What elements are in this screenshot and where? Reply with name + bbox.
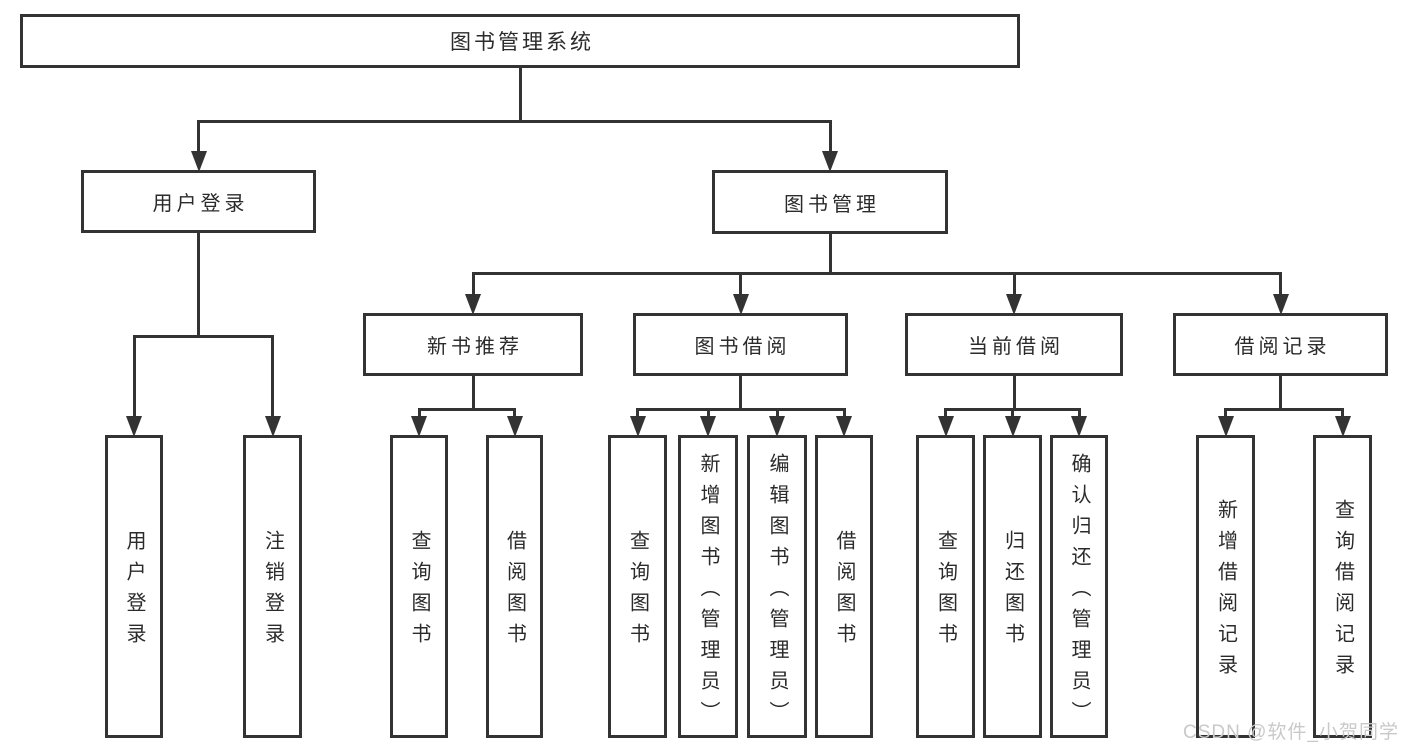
node-br-query-record: 查询借阅记录 <box>1313 435 1372 738</box>
arrowhead-bb-add-book <box>700 416 716 437</box>
connector-stem-book-mgmt <box>828 234 832 275</box>
node-label-bb-query-book: 查询图书 <box>626 530 649 654</box>
node-cb-query-book: 查询图书 <box>916 435 975 738</box>
node-cb-confirm-return: 确认归还（管理员） <box>1050 435 1108 738</box>
arrowhead-book-mgmt <box>822 151 838 172</box>
node-label-current-borrow: 当前借阅 <box>968 336 1064 358</box>
arrowhead-logout-leaf <box>264 416 281 437</box>
connector-stem-borrow-record <box>1279 376 1282 411</box>
connector-drop-bb-add-book <box>706 408 710 416</box>
connector-drop-new-book-rec <box>471 272 475 294</box>
node-nbr-query-book: 查询图书 <box>390 435 448 738</box>
connector-stem-current-borrow <box>1012 376 1016 411</box>
connector-split-borrow-record <box>1224 408 1344 411</box>
connector-drop-user-login <box>197 120 200 151</box>
arrowhead-br-add-record <box>1217 416 1234 437</box>
connector-split-book-mgmt <box>471 272 1282 275</box>
arrowhead-br-query-record <box>1334 416 1351 437</box>
node-label-br-add-record: 新增借阅记录 <box>1214 499 1237 685</box>
node-system: 图书管理系统 <box>20 14 1020 68</box>
node-label-br-query-record: 查询借阅记录 <box>1331 499 1354 685</box>
connector-split-new-book-rec <box>417 408 516 411</box>
connector-drop-nbr-borrow-book <box>513 408 516 416</box>
arrowhead-bb-query-book <box>629 416 646 437</box>
connector-drop-nbr-query-book <box>417 408 421 416</box>
node-nbr-borrow-book: 借阅图书 <box>486 435 543 738</box>
arrowhead-user-login-leaf <box>126 416 142 437</box>
node-br-add-record: 新增借阅记录 <box>1196 435 1255 738</box>
node-label-new-book-rec: 新书推荐 <box>427 336 523 358</box>
connector-drop-logout-leaf <box>271 335 274 416</box>
node-bb-edit-book: 编辑图书（管理员） <box>747 435 807 738</box>
connector-stem-book-borrow <box>739 376 742 411</box>
connector-drop-bb-query-book <box>636 408 639 416</box>
connector-drop-bb-borrow-book <box>842 408 846 416</box>
arrowhead-nbr-query-book <box>411 416 427 437</box>
arrowhead-nbr-borrow-book <box>506 416 523 437</box>
connector-split-system <box>197 120 832 123</box>
node-label-bb-add-book: 新增图书（管理员） <box>697 452 719 732</box>
node-bb-borrow-book: 借阅图书 <box>815 435 873 738</box>
node-label-nbr-query-book: 查询图书 <box>408 530 430 654</box>
connector-drop-br-query-record <box>1341 408 1344 416</box>
node-user-login-leaf: 用户登录 <box>105 435 163 738</box>
node-book-mgmt: 图书管理 <box>712 170 948 234</box>
arrowhead-borrow-record <box>1272 294 1289 315</box>
arrowhead-bb-edit-book <box>769 416 785 437</box>
connector-stem-new-book-rec <box>471 376 475 411</box>
node-label-cb-confirm-return: 确认归还（管理员） <box>1068 452 1090 732</box>
node-current-borrow: 当前借阅 <box>905 313 1123 376</box>
arrowhead-bb-borrow-book <box>836 416 852 437</box>
connector-drop-current-borrow <box>1012 272 1016 294</box>
arrowhead-new-book-rec <box>465 294 481 315</box>
node-label-cb-return-book: 归还图书 <box>1001 530 1024 654</box>
arrowhead-cb-query-book <box>937 416 954 437</box>
connector-drop-borrow-record <box>1279 272 1282 294</box>
connector-drop-book-mgmt <box>828 120 832 151</box>
arrowhead-current-borrow <box>1006 294 1022 315</box>
connector-stem-system <box>518 68 522 123</box>
connector-split-book-borrow <box>636 408 846 411</box>
node-label-system: 图书管理系统 <box>450 31 594 54</box>
connector-drop-user-login-leaf <box>132 335 136 416</box>
node-bb-add-book: 新增图书（管理员） <box>678 435 738 738</box>
node-bb-query-book: 查询图书 <box>608 435 667 738</box>
connector-drop-cb-return-book <box>1011 408 1014 416</box>
connector-stem-user-login <box>197 233 200 338</box>
node-label-book-mgmt: 图书管理 <box>784 193 880 216</box>
arrowhead-user-login <box>190 151 207 172</box>
connector-drop-br-add-record <box>1224 408 1227 416</box>
node-label-borrow-record: 借阅记录 <box>1234 336 1331 358</box>
node-new-book-rec: 新书推荐 <box>363 313 583 376</box>
node-user-login: 用户登录 <box>81 170 316 233</box>
node-label-user-login: 用户登录 <box>152 193 249 215</box>
node-label-bb-edit-book: 编辑图书（管理员） <box>766 452 788 732</box>
connector-drop-cb-query-book <box>944 408 947 416</box>
arrowhead-cb-return-book <box>1004 416 1021 437</box>
node-label-user-login-leaf: 用户登录 <box>123 530 145 654</box>
node-label-book-borrow: 图书借阅 <box>694 336 791 358</box>
connector-drop-bb-edit-book <box>775 408 779 416</box>
connector-drop-book-borrow <box>739 272 742 294</box>
connector-split-user-login <box>132 335 274 338</box>
node-label-logout-leaf: 注销登录 <box>261 530 284 654</box>
node-borrow-record: 借阅记录 <box>1173 313 1388 376</box>
connector-drop-cb-confirm-return <box>1077 408 1081 416</box>
node-label-bb-borrow-book: 借阅图书 <box>833 530 855 654</box>
arrowhead-book-borrow <box>732 294 749 315</box>
arrowhead-cb-confirm-return <box>1071 416 1087 437</box>
node-label-cb-query-book: 查询图书 <box>934 530 957 654</box>
node-book-borrow: 图书借阅 <box>633 313 848 376</box>
node-label-nbr-borrow-book: 借阅图书 <box>503 530 526 654</box>
node-logout-leaf: 注销登录 <box>243 435 302 738</box>
node-cb-return-book: 归还图书 <box>983 435 1042 738</box>
